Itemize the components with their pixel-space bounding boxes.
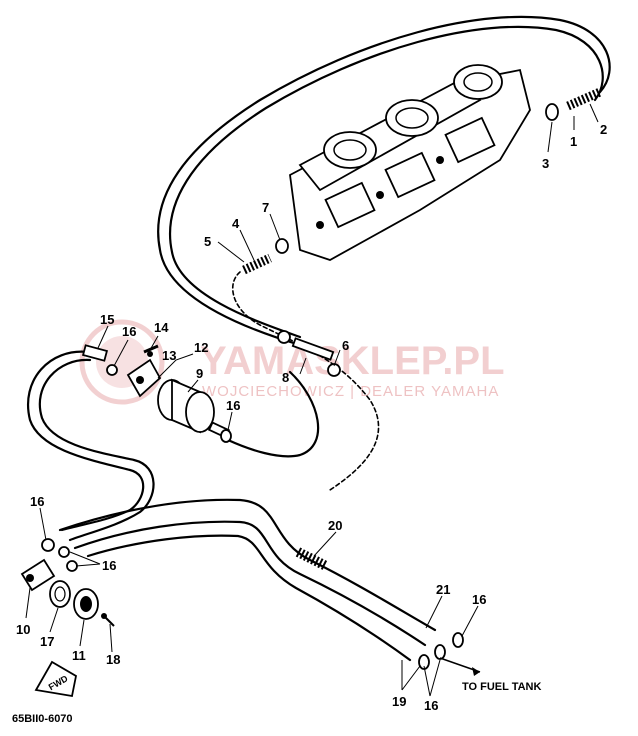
- callout-16-e: 16: [472, 592, 486, 607]
- callout-3: 3: [542, 156, 549, 171]
- main-hose-b: [73, 520, 427, 647]
- watermark: YAMASKLEP.PL WOJCIECHOWICZ | DEALER YAMA…: [79, 319, 505, 405]
- callout-5: 5: [204, 234, 211, 249]
- return-hose-top: [157, 15, 611, 347]
- filter-hose-loop: [27, 350, 145, 532]
- callout-11: 11: [72, 648, 86, 663]
- callout-16-a: 16: [122, 324, 136, 339]
- hose-joint-15: [81, 344, 232, 443]
- filter-outlet-hose: [226, 370, 320, 458]
- carburetor-assembly: [289, 64, 531, 261]
- joint-8: [277, 330, 341, 377]
- main-hose-a: [58, 498, 437, 632]
- callout-19: 19: [392, 694, 406, 709]
- fuel-filter-9: [157, 378, 231, 439]
- clip-3: [545, 103, 559, 121]
- callout-9: 9: [196, 366, 203, 381]
- hose-guard-2: [545, 87, 602, 121]
- callout-18: 18: [106, 652, 120, 667]
- screw-18: [101, 613, 115, 627]
- main-hose-c: [86, 534, 412, 662]
- callout-15: 15: [100, 312, 114, 327]
- callout-20: 20: [328, 518, 342, 533]
- callout-6: 6: [342, 338, 349, 353]
- clip-7: [275, 238, 289, 254]
- watermark-subline: WOJCIECHOWICZ | DEALER YAMAHA: [202, 383, 499, 400]
- ring-17: [49, 580, 71, 608]
- callout-8: 8: [282, 370, 289, 385]
- drawing-code: 65BII0-6070: [12, 713, 73, 725]
- callout-1: 1: [570, 134, 577, 149]
- callout-4: 4: [232, 216, 240, 231]
- callout-12: 12: [194, 340, 208, 355]
- callout-2: 2: [600, 122, 607, 137]
- filter-hose-loop-inner: [38, 358, 155, 542]
- return-hose-top-inner: [168, 25, 604, 339]
- callout-16-f: 16: [424, 698, 438, 713]
- fitting-10: [20, 538, 78, 592]
- callouts: 1 2 3 4 5 6 7 8 9 10 11 12 13 14 15 16 1…: [16, 122, 607, 713]
- callout-16-b: 16: [226, 398, 240, 413]
- callout-7: 7: [262, 200, 269, 215]
- watermark-brand: YAMASKLEP.PL: [200, 339, 505, 383]
- leader-lines: [25, 103, 599, 697]
- callout-16-c: 16: [30, 494, 44, 509]
- tank-end-clips: [418, 632, 481, 676]
- hose-sleeve-20: [295, 547, 329, 571]
- callout-16-d: 16: [102, 558, 116, 573]
- callout-17: 17: [40, 634, 54, 649]
- callout-14: 14: [154, 320, 169, 335]
- callout-13: 13: [162, 348, 176, 363]
- cap-11: [73, 588, 99, 620]
- fwd-arrow: FWD: [34, 660, 78, 698]
- hose-guard-4: [242, 238, 289, 275]
- callout-10: 10: [16, 622, 30, 637]
- fuel-tank-label: TO FUEL TANK: [462, 681, 542, 693]
- callout-21: 21: [436, 582, 450, 597]
